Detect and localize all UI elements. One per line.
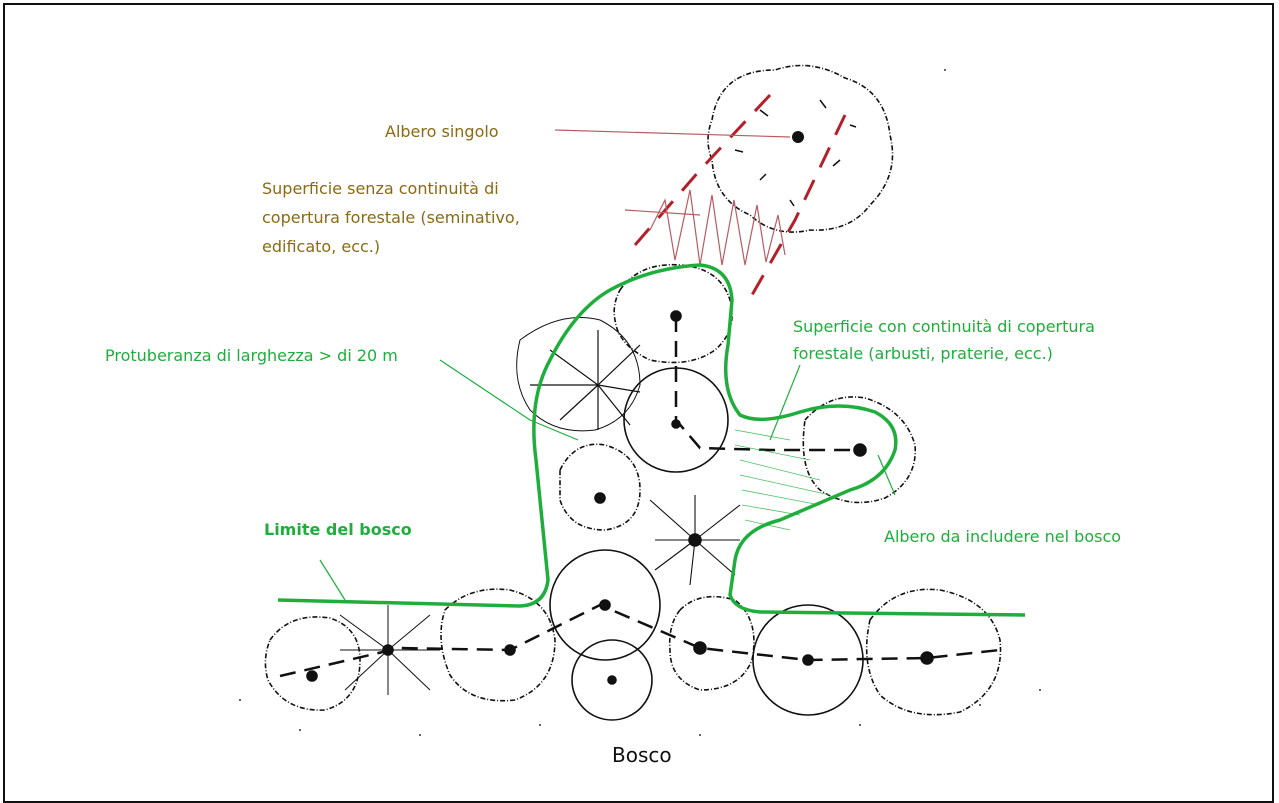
label-cover-line2: forestale (arbusti, praterie, ecc.) bbox=[793, 340, 1053, 367]
label-cover-line1: Superficie con continuità di copertura bbox=[793, 313, 1095, 340]
ground-speckles bbox=[239, 69, 1041, 736]
leader-forest-limit bbox=[320, 560, 345, 600]
leader-single-tree bbox=[555, 130, 790, 137]
cover-hatch bbox=[735, 430, 830, 530]
label-single-tree: Albero singolo bbox=[385, 118, 499, 145]
no-cover-hatch bbox=[650, 190, 785, 265]
label-forest: Bosco bbox=[612, 742, 672, 769]
label-forest-limit: Limite del bosco bbox=[264, 516, 412, 543]
label-protuberance: Protuberanza di larghezza > di 20 m bbox=[105, 342, 398, 369]
label-no-cover-line1: Superficie senza continuità di bbox=[262, 175, 499, 202]
forest-boundary-diagram bbox=[0, 0, 1279, 783]
label-no-cover-line3: edificato, ecc.) bbox=[262, 233, 380, 260]
leader-cover bbox=[770, 365, 800, 440]
label-no-cover-line2: copertura forestale (seminativo, bbox=[262, 204, 520, 231]
label-tree-included: Albero da includere nel bosco bbox=[884, 523, 1121, 550]
